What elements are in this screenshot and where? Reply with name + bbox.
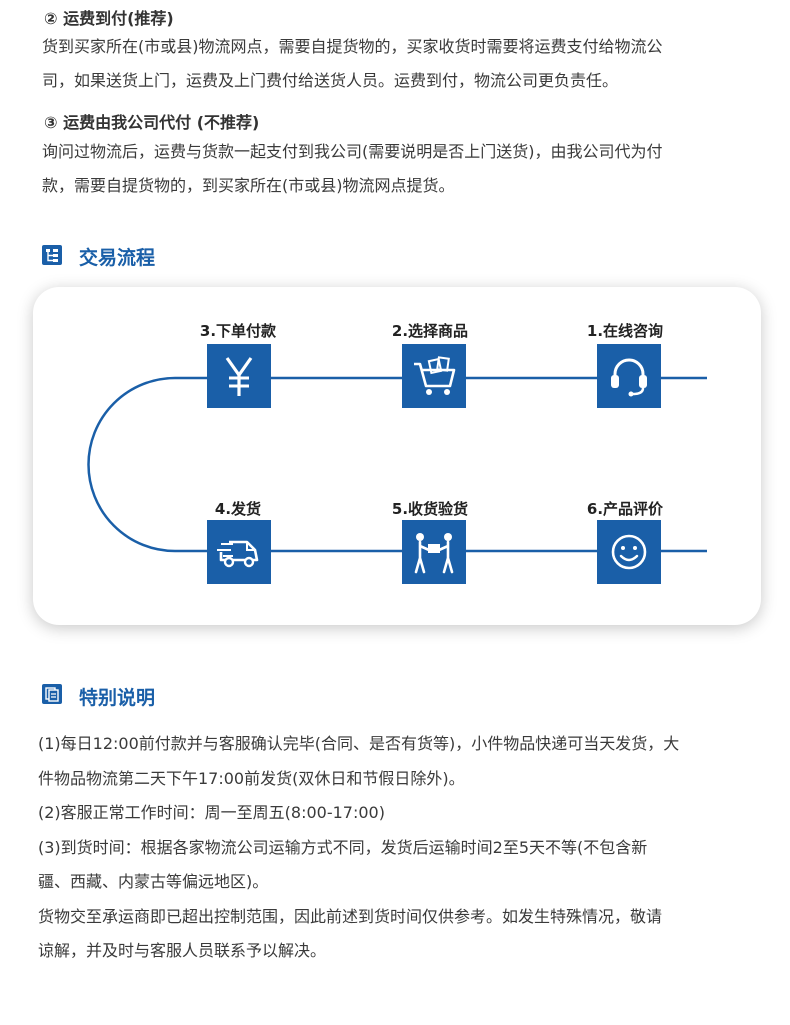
note-line: (1)每日12:00前付款并与客服确认完毕(合同、是否有货等)，小件物品快递可当… <box>38 734 680 753</box>
step-label-6: 6.产品评价 <box>586 500 664 518</box>
step-label-3: 3.下单付款 <box>199 322 277 340</box>
text-line: 司，如果送货上门，运费及上门费付给送货人员。运费到付，物流公司更负责任。 <box>42 71 619 90</box>
handover-icon <box>414 533 454 574</box>
shipping-option-2-title: ② 运费到付(推荐) <box>44 9 174 28</box>
step-1-box <box>597 344 661 408</box>
step-label-5: 5.收货验货 <box>391 500 469 518</box>
note-line: (3)到货时间：根据各家物流公司运输方式不同，发货后运输时间2至5天不等(不包含… <box>38 837 648 857</box>
delivery-truck-icon <box>217 540 259 568</box>
text-line: 询问过物流后，运费与货款一起支付到我公司(需要说明是否上门送货)，由我公司代为付 <box>42 142 663 161</box>
note-line: 疆、西藏、内蒙古等偏远地区)。 <box>38 872 269 891</box>
document-icon <box>42 684 62 704</box>
text-line: 货到买家所在(市或县)物流网点，需要自提货物的，买家收货时需要将运费支付给物流公 <box>42 37 663 56</box>
text-line: 款，需要自提货物的，到买家所在(市或县)物流网点提货。 <box>42 176 455 195</box>
yen-icon <box>225 357 253 396</box>
note-line: 谅解，并及时与客服人员联系予以解决。 <box>38 941 327 960</box>
step-label-1: 1.在线咨询 <box>586 322 664 340</box>
section-title-notes: 特别说明 <box>79 687 156 709</box>
step-label-2: 2.选择商品 <box>391 322 469 340</box>
note-line: 件物品物流第二天下午17:00前发货(双休日和节假日除外)。 <box>38 768 465 788</box>
shopping-cart-icon <box>414 356 456 395</box>
note-line: (2)客服正常工作时间：周一至周五(8:00-17:00) <box>38 803 385 822</box>
step-6-box <box>597 520 661 584</box>
step-5-box <box>402 520 466 584</box>
section-title-process: 交易流程 <box>79 247 156 269</box>
step-3-box <box>207 344 271 408</box>
step-label-4: 4.发货 <box>214 500 262 518</box>
headset-icon <box>611 358 647 397</box>
shipping-option-2-text: 货到买家所在(市或县)物流网点，需要自提货物的，买家收货时需要将运费支付给物流公… <box>42 30 762 98</box>
note-line: 货物交至承运商即已超出控制范围，因此前述到货时间仅供参考。如发生特殊情况，敬请 <box>38 906 663 926</box>
flow-icon <box>42 245 62 265</box>
smile-icon <box>611 534 647 570</box>
step-4-box <box>207 520 271 584</box>
shipping-option-3-text: 询问过物流后，运费与货款一起支付到我公司(需要说明是否上门送货)，由我公司代为付… <box>42 135 762 203</box>
notes-text: (1)每日12:00前付款并与客服确认完毕(合同、是否有货等)，小件物品快递可当… <box>38 727 768 969</box>
shipping-option-3-title: ③ 运费由我公司代付 (不推荐) <box>44 113 260 132</box>
step-2-box <box>402 344 466 408</box>
